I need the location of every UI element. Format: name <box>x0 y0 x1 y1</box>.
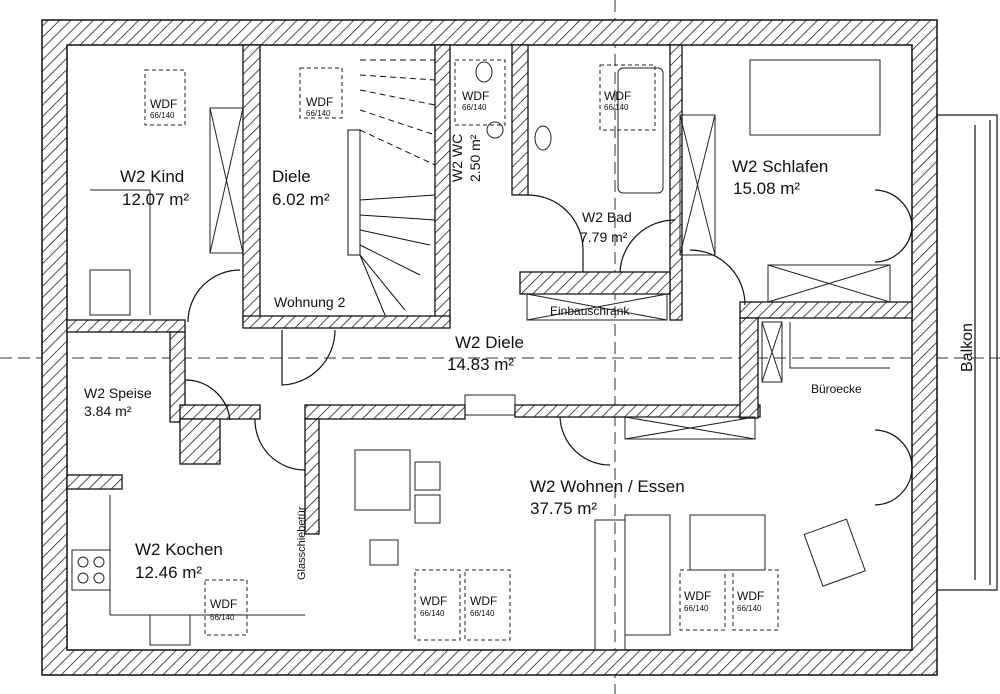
window-tag-title: WDF <box>684 589 711 603</box>
window-tag-size: 66/140 <box>470 609 495 618</box>
window-tag-size: 66/140 <box>420 609 445 618</box>
room-name-w2-diele: W2 Diele <box>455 333 524 352</box>
doors <box>184 189 913 506</box>
exterior-walls <box>41 19 938 676</box>
window-tag-size: 66/140 <box>462 103 487 112</box>
label-glasschiebetuer: Glasschiebetür <box>296 506 308 580</box>
room-area-kind: 12.07 m² <box>122 190 189 209</box>
room-name-wc: W2 WC <box>449 134 465 182</box>
window-tag-title: WDF <box>604 89 631 103</box>
room-area-schlafen: 15.08 m² <box>733 179 800 198</box>
window-tag-title: WDF <box>150 97 177 111</box>
window-tag-size: 66/140 <box>737 604 762 613</box>
window-tag-size: 66/140 <box>306 109 331 118</box>
label-bueroecke: Büroecke <box>811 382 862 396</box>
room-name-wohnen: W2 Wohnen / Essen <box>530 477 685 496</box>
room-name-schlafen: W2 Schlafen <box>732 157 828 176</box>
furniture <box>71 59 891 651</box>
room-name-kind: W2 Kind <box>120 167 184 186</box>
room-name-speise: W2 Speise <box>84 385 152 401</box>
window-tag-size: 66/140 <box>210 613 235 622</box>
window-tag-size: 66/140 <box>684 604 709 613</box>
room-name-bad: W2 Bad <box>582 209 632 225</box>
room-area-wc: 2.50 m² <box>467 134 483 182</box>
room-area-w2-diele: 14.83 m² <box>447 355 514 374</box>
window-tag-size: 66/140 <box>150 111 175 120</box>
label-balkon: Balkon <box>959 323 976 372</box>
window-tag-title: WDF <box>420 594 447 608</box>
room-area-wohnen: 37.75 m² <box>530 499 597 518</box>
room-area-bad: 7.79 m² <box>580 229 628 245</box>
label-einbauschrank: Einbauschrank <box>550 304 630 318</box>
window-tags <box>144 59 779 641</box>
window-tag-title: WDF <box>462 89 489 103</box>
window-tag-title: WDF <box>470 594 497 608</box>
room-area-speise: 3.84 m² <box>84 403 132 419</box>
window-tag-title: WDF <box>306 95 333 109</box>
window-tag-size: 66/140 <box>604 103 629 112</box>
interior-walls <box>66 44 913 535</box>
room-area-diele: 6.02 m² <box>272 190 330 209</box>
room-name-kochen: W2 Kochen <box>135 540 223 559</box>
room-name-diele: Diele <box>272 167 311 186</box>
staircase <box>347 59 436 316</box>
window-tag-title: WDF <box>737 589 764 603</box>
label-wohnung: Wohnung 2 <box>274 294 346 310</box>
room-area-kochen: 12.46 m² <box>135 563 202 582</box>
window-tag-title: WDF <box>210 597 237 611</box>
